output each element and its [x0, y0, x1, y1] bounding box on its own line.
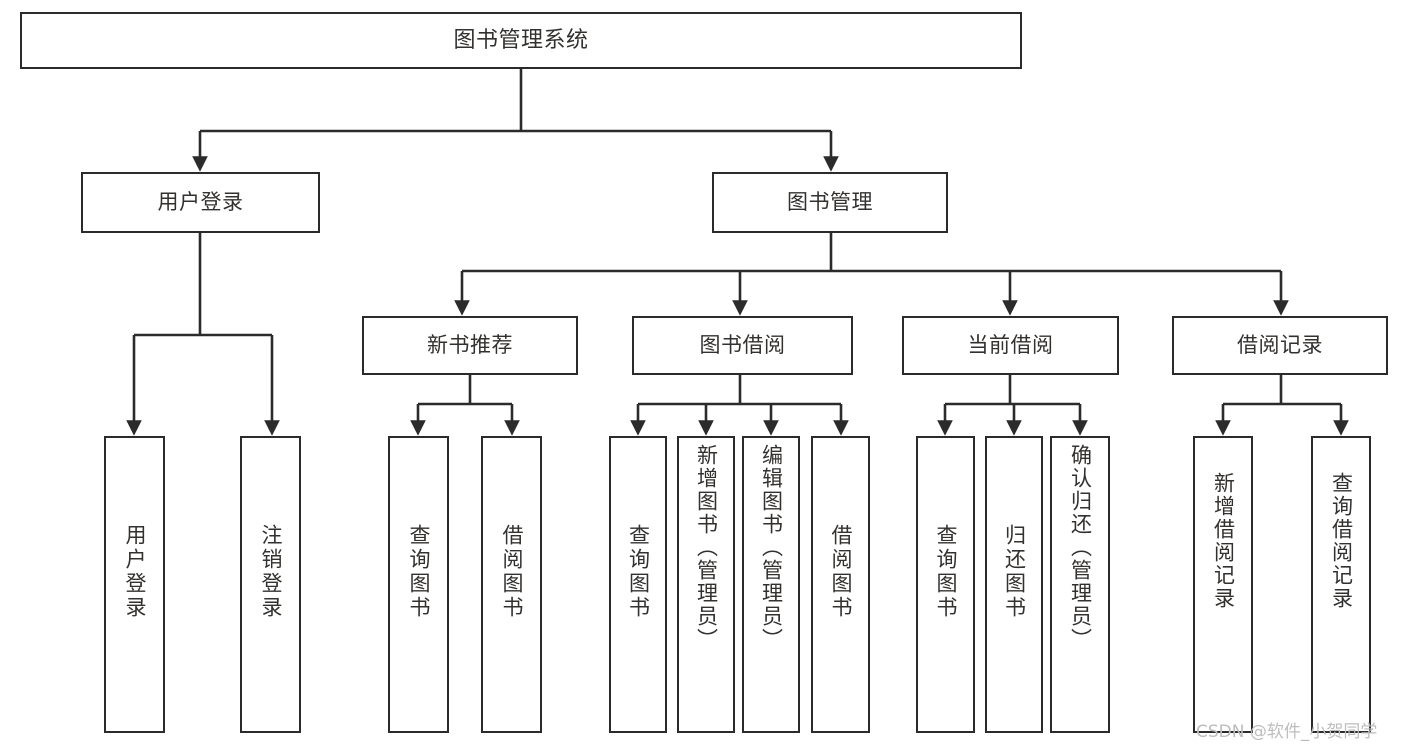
- node-leaf-user-login[interactable]: 用户登录: [104, 436, 165, 733]
- node-label: 图书管理: [787, 190, 873, 215]
- node-leaf-borrow-book-1[interactable]: 借阅图书: [481, 436, 542, 733]
- node-label: 用户登录: [157, 190, 244, 215]
- node-label: 查询图书: [407, 524, 431, 620]
- node-label: 编辑图书（管理员）: [759, 444, 784, 651]
- node-label: 归还图书: [1002, 524, 1027, 620]
- node-label: 确认归还（管理员）: [1068, 444, 1093, 651]
- node-new-book-rec[interactable]: 新书推荐: [362, 316, 578, 375]
- node-book-manage[interactable]: 图书管理: [712, 172, 948, 233]
- node-leaf-query-record[interactable]: 查询借阅记录: [1311, 436, 1371, 733]
- node-current-borrow[interactable]: 当前借阅: [902, 316, 1119, 375]
- node-label: 借阅记录: [1237, 333, 1323, 358]
- node-label: 用户登录: [123, 524, 147, 620]
- node-label: 图书借阅: [699, 333, 786, 358]
- node-leaf-confirm-return[interactable]: 确认归还（管理员）: [1050, 436, 1110, 733]
- node-leaf-query-book-2[interactable]: 查询图书: [609, 436, 667, 733]
- node-leaf-query-book-1[interactable]: 查询图书: [388, 436, 449, 733]
- node-leaf-query-book-3[interactable]: 查询图书: [916, 436, 975, 733]
- node-label: 新增借阅记录: [1211, 472, 1236, 610]
- node-label: 查询图书: [934, 524, 958, 620]
- node-leaf-edit-book[interactable]: 编辑图书（管理员）: [742, 436, 800, 733]
- node-label: 借阅图书: [829, 524, 853, 620]
- node-label: 借阅图书: [500, 524, 524, 620]
- node-user-login[interactable]: 用户登录: [81, 172, 320, 233]
- node-leaf-borrow-book-2[interactable]: 借阅图书: [811, 436, 870, 733]
- csdn-watermark: CSDN @软件_小贺同学: [1196, 722, 1378, 742]
- node-label: 新增图书（管理员）: [694, 444, 719, 651]
- node-label: 新书推荐: [427, 333, 513, 358]
- node-label: 图书管理系统: [453, 27, 589, 53]
- node-label: 查询图书: [626, 524, 651, 620]
- node-leaf-add-record[interactable]: 新增借阅记录: [1193, 436, 1253, 733]
- node-leaf-return-book[interactable]: 归还图书: [985, 436, 1043, 733]
- node-label: 注销登录: [259, 524, 283, 620]
- node-borrow-record[interactable]: 借阅记录: [1172, 316, 1388, 375]
- node-book-borrow[interactable]: 图书借阅: [632, 316, 853, 375]
- node-label: 当前借阅: [967, 333, 1054, 358]
- node-label: 查询借阅记录: [1329, 472, 1354, 610]
- node-leaf-add-book[interactable]: 新增图书（管理员）: [677, 436, 735, 733]
- node-leaf-logout[interactable]: 注销登录: [240, 436, 301, 733]
- node-root-system[interactable]: 图书管理系统: [20, 12, 1022, 69]
